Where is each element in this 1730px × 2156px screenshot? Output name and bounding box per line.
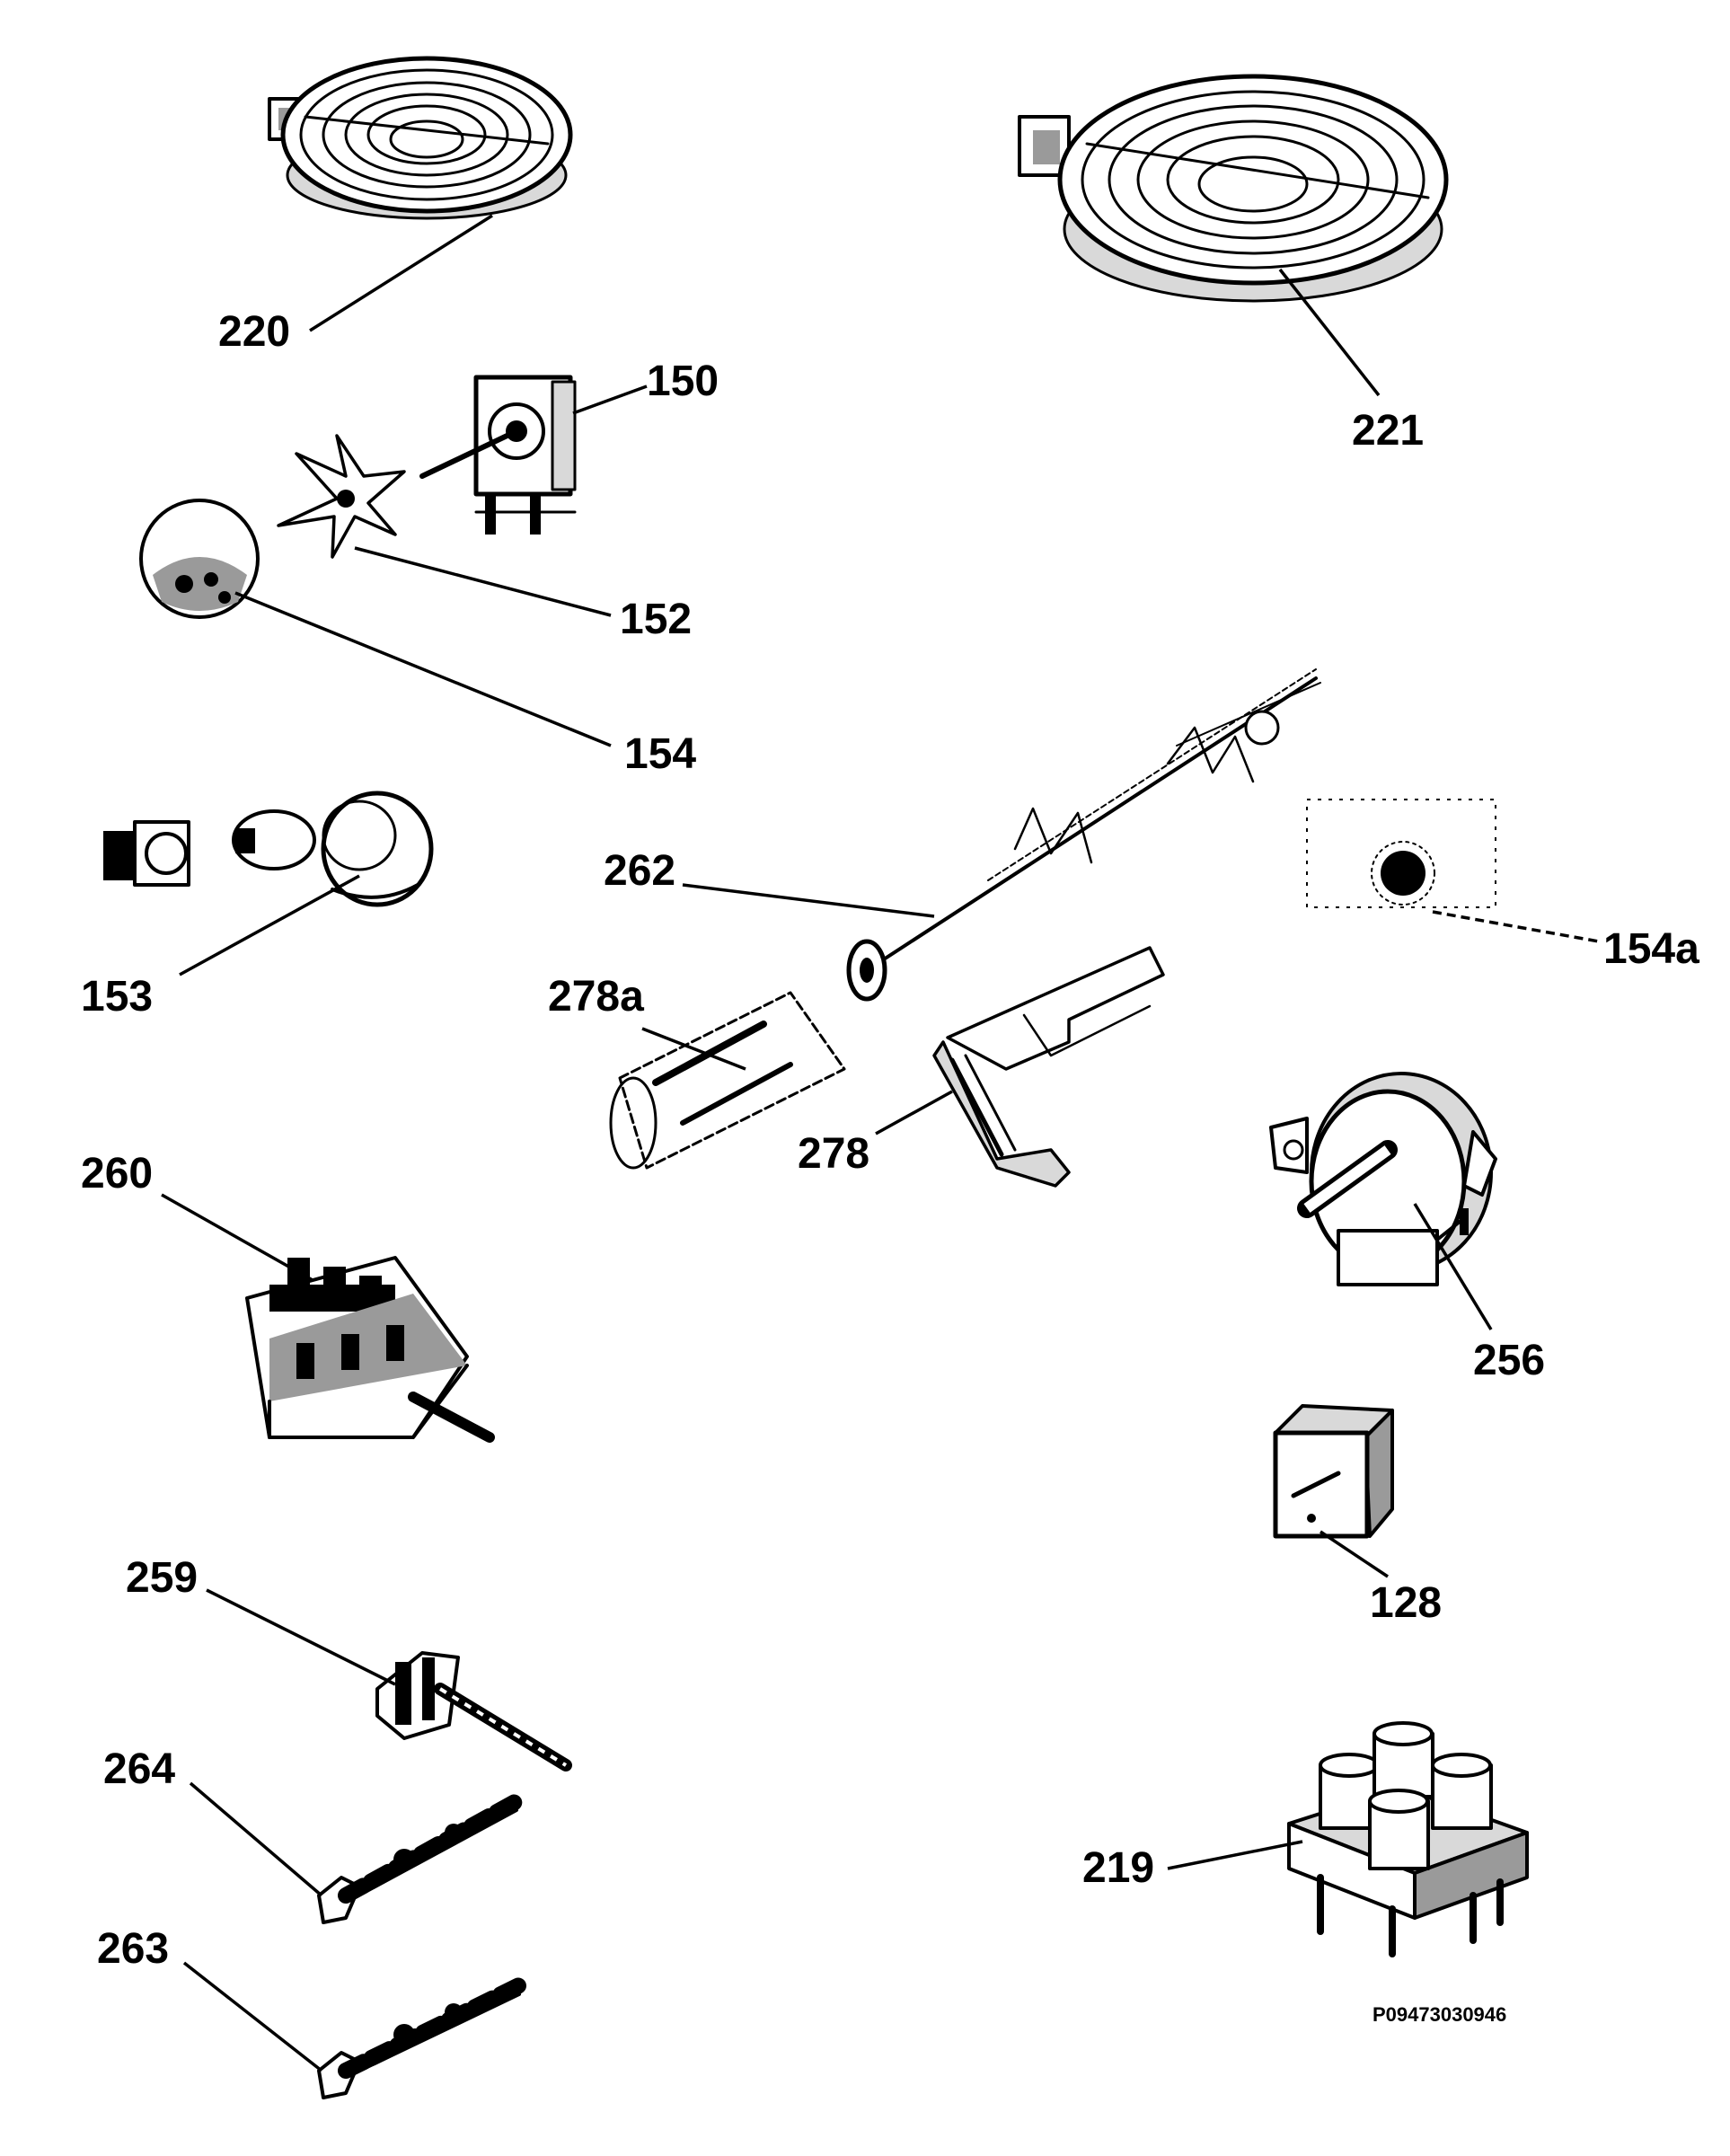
large-radiant-hotplate-icon: [1018, 74, 1449, 303]
part-label-278: 278: [798, 1130, 869, 1178]
terminal-block-icon: [1287, 1721, 1529, 1957]
leader-152: [354, 546, 612, 617]
leader-260: [161, 1193, 313, 1282]
leader-221: [1278, 268, 1381, 397]
part-label-263: 263: [97, 1925, 169, 1973]
leader-278: [875, 1090, 953, 1135]
lamp-cover-small-icon: [1306, 799, 1496, 908]
part-label-220: 220: [218, 308, 290, 356]
part-label-264: 264: [103, 1745, 175, 1793]
switch-icon: [317, 1793, 525, 1924]
thermostat-capillary-icon: [846, 668, 1321, 1002]
leader-264: [189, 1781, 323, 1897]
leader-259: [206, 1588, 396, 1686]
part-label-278a: 278a: [548, 973, 644, 1021]
leader-219: [1167, 1840, 1303, 1870]
leader-128: [1320, 1530, 1389, 1578]
part-label-154a: 154a: [1603, 925, 1699, 973]
leader-278a: [641, 1027, 746, 1071]
leader-154: [234, 591, 612, 747]
fan-blade-icon: [277, 434, 406, 559]
leader-220: [309, 214, 493, 332]
leader-153: [179, 874, 360, 976]
mounting-bracket-icon: [932, 946, 1165, 1188]
timer-motor-icon: [1269, 1072, 1497, 1286]
switch-icon: [317, 1977, 527, 2099]
part-label-128: 128: [1370, 1579, 1442, 1627]
part-label-150: 150: [647, 358, 719, 405]
small-radiant-hotplate-icon: [268, 56, 573, 220]
part-label-259: 259: [126, 1554, 198, 1602]
leader-263: [182, 1961, 323, 2072]
leader-150: [572, 384, 648, 415]
relay-icon: [1273, 1404, 1394, 1539]
part-label-154: 154: [624, 730, 696, 778]
diagram-reference-code: P09473030946: [1373, 2003, 1506, 2026]
part-label-256: 256: [1473, 1337, 1545, 1384]
part-label-260: 260: [81, 1150, 153, 1197]
oven-lamp-assembly-icon: [103, 791, 434, 907]
heating-element-icon: [609, 991, 846, 1170]
part-label-262: 262: [604, 847, 675, 895]
part-label-219: 219: [1082, 1844, 1154, 1892]
part-label-152: 152: [620, 596, 692, 643]
selector-switch-icon: [245, 1256, 495, 1443]
part-label-153: 153: [81, 973, 153, 1021]
leader-256: [1413, 1203, 1493, 1330]
leader-154a: [1432, 910, 1600, 943]
lamp-cover-icon: [139, 499, 260, 619]
leader-262: [682, 883, 935, 918]
energy-regulator-icon: [375, 1651, 572, 1772]
part-label-221: 221: [1352, 407, 1424, 455]
fan-motor-icon: [419, 375, 577, 535]
